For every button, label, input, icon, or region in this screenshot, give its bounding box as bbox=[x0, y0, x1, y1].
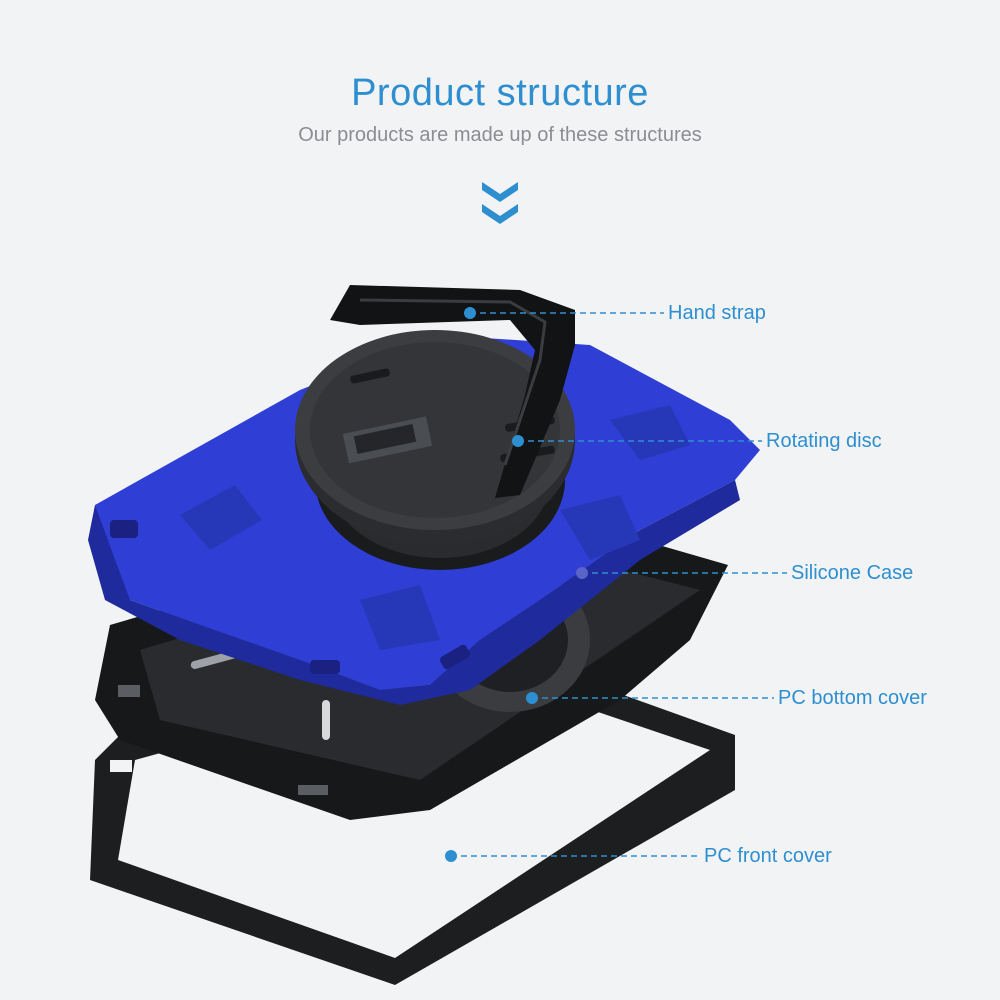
double-chevron-down-icon bbox=[482, 182, 518, 224]
callout-pc-bottom-cover: PC bottom cover bbox=[778, 687, 927, 709]
callout-silicone-case: Silicone Case bbox=[791, 562, 914, 584]
callout-hand-strap: Hand strap bbox=[668, 302, 766, 324]
page-subtitle: Our products are made up of these struct… bbox=[298, 124, 702, 146]
callout-pc-front-cover: PC front cover bbox=[704, 845, 832, 867]
callout-rotating-disc: Rotating disc bbox=[766, 430, 882, 452]
page-title: Product structure bbox=[351, 72, 649, 114]
